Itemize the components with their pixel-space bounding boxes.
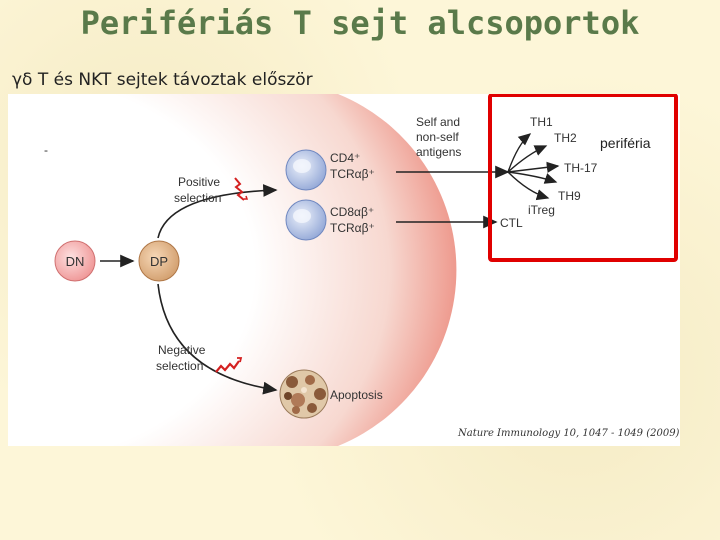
ctl-label: CTL (500, 216, 523, 230)
itreg-label: iTreg (528, 203, 555, 217)
periphery-highlight-box (488, 94, 678, 262)
positive-signal-icon (234, 177, 245, 201)
th17-label: TH-17 (564, 161, 598, 175)
dn-cell: DN (54, 240, 96, 282)
cd4-t-cell (285, 149, 327, 191)
dp-label: DP (150, 254, 168, 269)
periphery-label: periféria (600, 135, 651, 151)
dash-mark: - (44, 143, 48, 157)
slide-subtitle: γδ T és NKT sejtek távoztak először (12, 70, 313, 90)
negative-signal-icon (215, 360, 240, 373)
apoptosis-label: Apoptosis (330, 388, 383, 402)
cd8-label: CD8αβ⁺ TCRαβ⁺ (330, 205, 378, 235)
negative-selection-label: Negative selection (156, 343, 209, 373)
thymus-region (8, 94, 457, 446)
slide-title: Perifériás T sejt alcsoportok (80, 4, 640, 42)
negative-selection-arrow (157, 283, 278, 395)
diagram-svg: - DN DP Positive selection Negative sele… (8, 94, 680, 446)
cd4-label: CD4⁺ TCRαβ⁺ (330, 151, 375, 181)
dp-cell: DP (138, 240, 180, 282)
cd8-t-cell (285, 199, 327, 241)
positive-selection-arrow (157, 184, 278, 239)
th9-label: TH9 (558, 189, 581, 203)
apoptotic-cell (279, 369, 329, 419)
antigens-label: Self and non-self antigens (416, 115, 463, 159)
th-differentiation-arrows (507, 133, 560, 201)
th2-label: TH2 (554, 131, 577, 145)
t-cell-development-figure: - DN DP Positive selection Negative sele… (8, 94, 680, 446)
th1-label: TH1 (530, 115, 553, 129)
dn-label: DN (66, 254, 85, 269)
citation: Nature Immunology 10, 1047 - 1049 (2009) (457, 428, 680, 439)
positive-selection-label: Positive selection (174, 175, 223, 205)
